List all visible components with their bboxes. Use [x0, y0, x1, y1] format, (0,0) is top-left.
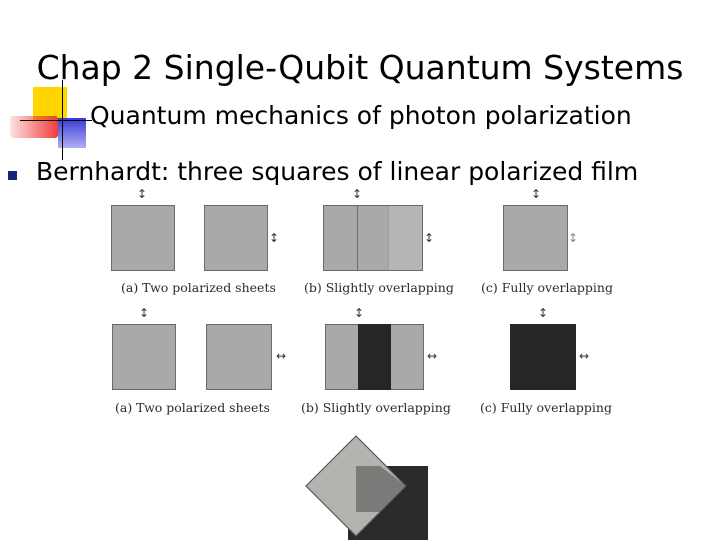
top-a-caption: (a) Two polarized sheets — [121, 280, 276, 295]
bottom-b-horizontal-arrow-icon: ↔ — [427, 349, 438, 363]
top-a-vertical-arrow-right-icon: ↕ — [269, 231, 280, 245]
diagonal-outline — [305, 435, 407, 537]
deco-horizontal-line — [20, 120, 92, 121]
top-a-vertical-arrow-icon: ↕ — [137, 187, 148, 201]
bullet-text: Bernhardt: three squares of linear polar… — [36, 157, 639, 186]
top-b-vertical-arrow-icon: ↕ — [352, 187, 363, 201]
diagonal-overlap-region — [356, 466, 406, 512]
deco-yellow-square — [33, 87, 67, 121]
diagonal-sheet-diagram — [305, 435, 428, 540]
bottom-a-horizontal-arrow-icon: ↔ — [276, 349, 287, 363]
bullet-marker-icon — [8, 171, 17, 180]
top-c-vertical-arrow-right-icon: ↕ — [568, 231, 579, 245]
bottom-a-vertical-arrow-icon: ↕ — [139, 306, 150, 320]
slide-subtitle: Quantum mechanics of photon polarization — [90, 101, 632, 130]
bottom-b-overlap-dark — [358, 324, 391, 390]
bottom-b-vertical-arrow-icon: ↕ — [354, 306, 365, 320]
top-b-vertical-arrow-right-icon: ↕ — [424, 231, 435, 245]
bottom-c-horizontal-arrow-icon: ↔ — [579, 349, 590, 363]
top-b-caption: (b) Slightly overlapping — [304, 280, 454, 295]
top-a-sheet-left — [111, 205, 175, 271]
bottom-b-caption: (b) Slightly overlapping — [301, 400, 451, 415]
bottom-c-overlap-dark — [510, 324, 576, 390]
slide-title: Chap 2 Single-Qubit Quantum Systems — [36, 48, 684, 87]
top-c-sheet — [503, 205, 568, 271]
top-a-sheet-right — [204, 205, 268, 271]
bullet-item: Bernhardt: three squares of linear polar… — [0, 157, 720, 191]
top-c-caption: (c) Fully overlapping — [481, 280, 613, 295]
bottom-a-sheet-left — [112, 324, 176, 390]
bottom-a-sheet-right — [206, 324, 272, 390]
bottom-c-caption: (c) Fully overlapping — [480, 400, 612, 415]
deco-red-bar — [10, 116, 58, 138]
top-c-vertical-arrow-icon: ↕ — [531, 187, 542, 201]
top-b-sheet-right — [357, 205, 423, 271]
bottom-a-caption: (a) Two polarized sheets — [115, 400, 270, 415]
bottom-c-vertical-arrow-icon: ↕ — [538, 306, 549, 320]
